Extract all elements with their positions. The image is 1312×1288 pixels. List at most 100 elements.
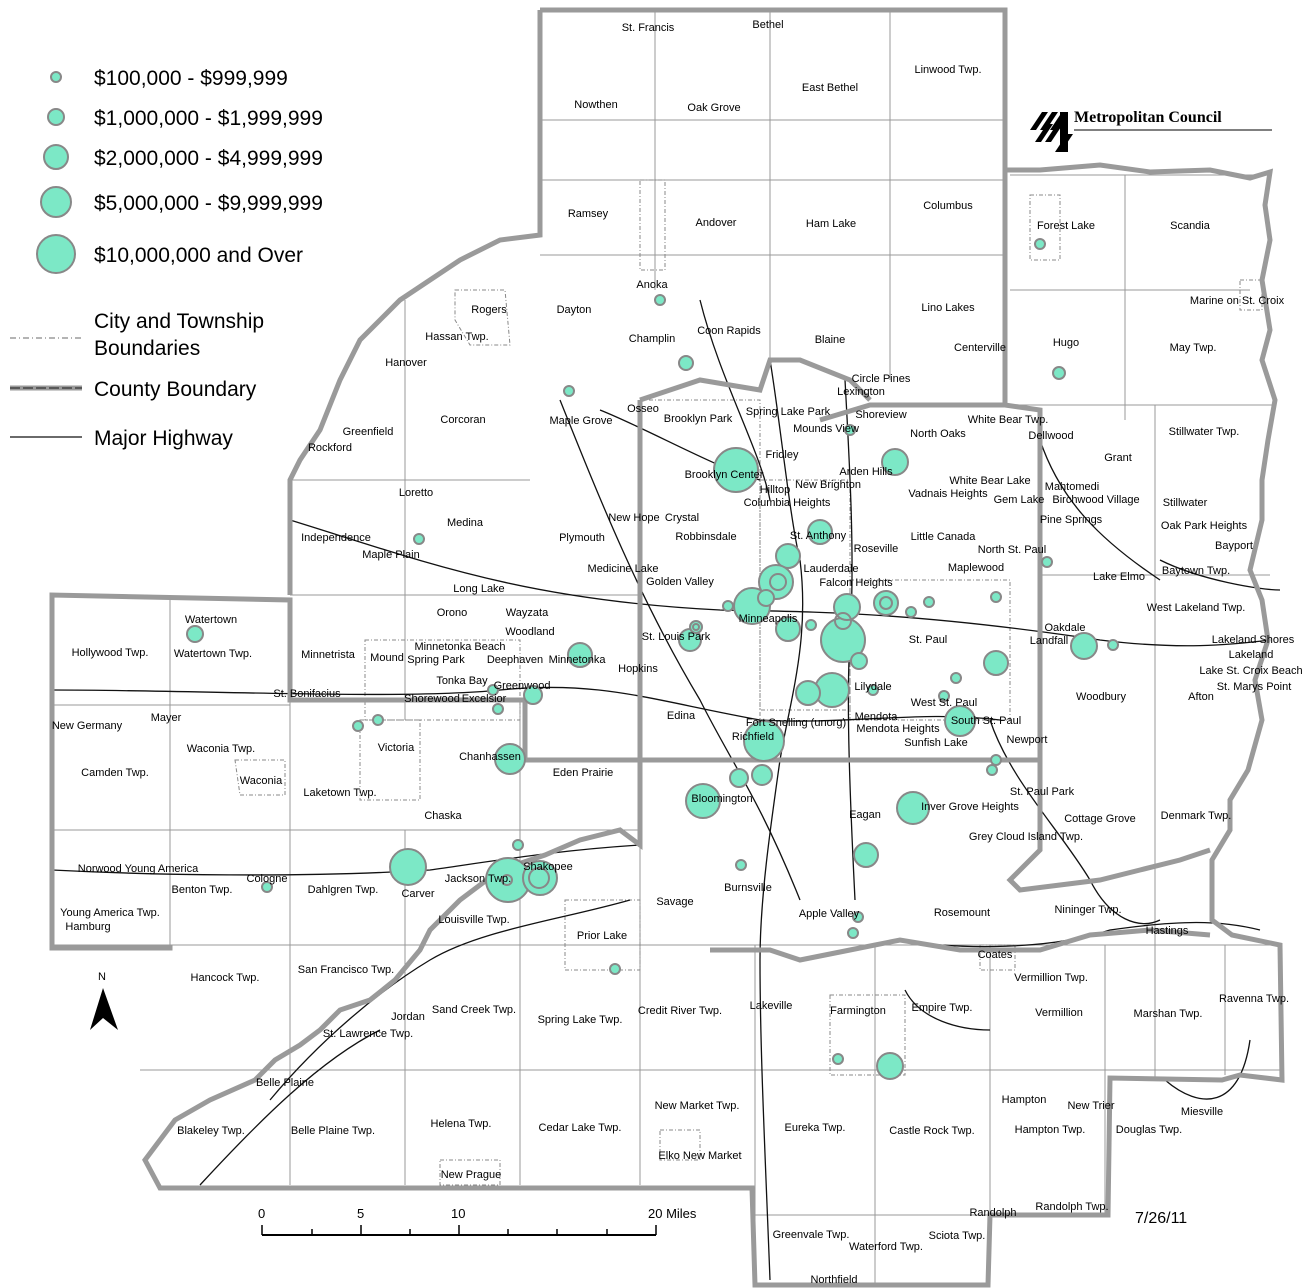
legend-symbol-1 (50, 71, 62, 83)
place-label-gem-lake: Gem Lake (994, 494, 1045, 506)
place-label-hancock-twp: Hancock Twp. (191, 972, 260, 984)
place-label-maplewood: Maplewood (948, 562, 1004, 574)
project-bubble (876, 1052, 904, 1080)
place-label-marine-on-st-croix: Marine on St. Croix (1190, 295, 1285, 307)
bubbles-layer (186, 238, 1119, 1080)
place-label-minnetonka: Minnetonka (549, 654, 607, 666)
place-label-richfield: Richfield (732, 731, 774, 743)
place-label-castle-rock-twp: Castle Rock Twp. (889, 1125, 974, 1137)
place-label-hanover: Hanover (385, 357, 427, 369)
place-label-afton: Afton (1188, 691, 1214, 703)
project-bubble (805, 619, 817, 631)
place-label-spring-lake-twp: Spring Lake Twp. (538, 1014, 623, 1026)
place-label-little-canada: Little Canada (911, 531, 977, 543)
place-label-mound: Mound (370, 652, 404, 664)
place-label-falcon-heights: Falcon Heights (819, 577, 893, 589)
project-bubble-ring (528, 867, 550, 889)
place-label-independence: Independence (301, 532, 371, 544)
place-label-vermillion-twp: Vermillion Twp. (1014, 972, 1088, 984)
place-label-elko-new-market: Elko New Market (658, 1150, 741, 1162)
project-bubble (689, 620, 703, 634)
place-label-chaska: Chaska (424, 810, 462, 822)
place-label-medicine-lake: Medicine Lake (588, 563, 659, 575)
place-label-shoreview: Shoreview (855, 409, 906, 421)
place-label-st-lawrence-twp: St. Lawrence Twp. (323, 1028, 413, 1040)
place-label-new-trier: New Trier (1067, 1100, 1114, 1112)
scale-tick-5: 5 (357, 1206, 364, 1221)
place-label-shakopee: Shakopee (523, 861, 573, 873)
place-label-watertown-twp: Watertown Twp. (174, 648, 252, 660)
scale-tick-0: 0 (258, 1206, 265, 1221)
place-label-oak-park-heights: Oak Park Heights (1161, 520, 1248, 532)
place-label-spring-lake-park: Spring Lake Park (746, 406, 831, 418)
project-bubble (609, 963, 621, 975)
project-bubble-ring (834, 612, 852, 630)
project-bubble (522, 860, 558, 896)
project-bubble (847, 927, 859, 939)
place-label-greenwood: Greenwood (494, 680, 551, 692)
place-label-watertown: Watertown (185, 614, 237, 626)
scale-bar: 0 5 10 20 Miles (258, 1206, 697, 1236)
project-bubble (654, 294, 666, 306)
metropolitan-council-logo: Metropolitan Council (1030, 109, 1272, 152)
place-label-grey-cloud-island-twp: Grey Cloud Island Twp. (969, 831, 1083, 843)
place-label-mahtomedi: Mahtomedi (1045, 481, 1099, 493)
place-label-sunfish-lake: Sunfish Lake (904, 737, 968, 749)
place-label-maple-grove: Maple Grove (550, 415, 613, 427)
place-label-birchwood-village: Birchwood Village (1052, 494, 1139, 506)
place-label-denmark-twp: Denmark Twp. (1161, 810, 1232, 822)
place-label-white-bear-twp: White Bear Twp. (968, 414, 1049, 426)
place-label-coates: Coates (978, 949, 1013, 961)
legend-city-label-2: Boundaries (94, 337, 200, 360)
place-label-mounds-view: Mounds View (793, 423, 859, 435)
place-label-hastings: Hastings (1146, 925, 1189, 937)
place-label-hugo: Hugo (1053, 337, 1079, 349)
place-label-norwood-young-america: Norwood Young America (78, 863, 199, 875)
legend-label-1: $100,000 - $999,999 (94, 67, 288, 90)
place-label-champlin: Champlin (629, 333, 675, 345)
logo-mark-icon (1030, 112, 1073, 152)
place-label-circle-pines: Circle Pines (852, 373, 911, 385)
project-bubble (1107, 639, 1119, 651)
place-label-lilydale: Lilydale (854, 681, 891, 693)
place-label-waterford-twp: Waterford Twp. (849, 1241, 923, 1253)
county-boundaries (49, 7, 1285, 1288)
project-bubble (523, 685, 543, 705)
place-label-wayzata: Wayzata (506, 607, 549, 619)
place-label-roseville: Roseville (854, 543, 899, 555)
place-label-dayton: Dayton (557, 304, 592, 316)
legend-city-label-1: City and Township (94, 310, 264, 333)
project-bubble (713, 447, 759, 493)
place-label-st-anthony: St. Anthony (790, 530, 847, 542)
place-label-san-francisco-twp: San Francisco Twp. (298, 964, 394, 976)
project-bubble (950, 672, 962, 684)
place-label-lakeland-shores: Lakeland Shores (1212, 634, 1295, 646)
place-label-new-brighton: New Brighton (795, 479, 861, 491)
place-label-greenfield: Greenfield (343, 426, 394, 438)
place-label-chanhassen: Chanhassen (459, 751, 521, 763)
place-label-st-bonifacius: St. Bonifacius (273, 688, 341, 700)
place-label-sand-creek-twp: Sand Creek Twp. (432, 1004, 516, 1016)
place-label-columbus: Columbus (923, 200, 973, 212)
legend-label-3: $2,000,000 - $4,999,999 (94, 147, 323, 170)
place-label-woodland: Woodland (505, 626, 554, 638)
project-bubble (850, 652, 868, 670)
project-bubble (923, 596, 935, 608)
place-label-sciota-twp: Sciota Twp. (929, 1230, 986, 1242)
legend-highway-label: Major Highway (94, 427, 233, 450)
place-label-douglas-twp: Douglas Twp. (1116, 1124, 1182, 1136)
project-bubble (881, 448, 909, 476)
place-label-spring-park: Spring Park (407, 654, 465, 666)
place-label-hilltop: Hilltop (760, 484, 791, 496)
place-label-lexington: Lexington (837, 386, 885, 398)
place-label-cedar-lake-twp: Cedar Lake Twp. (539, 1122, 622, 1134)
place-label-grant: Grant (1104, 452, 1132, 464)
place-label-east-bethel: East Bethel (802, 82, 858, 94)
project-bubble (729, 768, 749, 788)
place-label-waconia: Waconia (240, 775, 283, 787)
place-label-stillwater: Stillwater (1163, 497, 1208, 509)
place-label-new-prague: New Prague (441, 1169, 502, 1181)
place-label-hollywood-twp: Hollywood Twp. (72, 647, 149, 659)
place-label-hampton-twp: Hampton Twp. (1015, 1124, 1086, 1136)
